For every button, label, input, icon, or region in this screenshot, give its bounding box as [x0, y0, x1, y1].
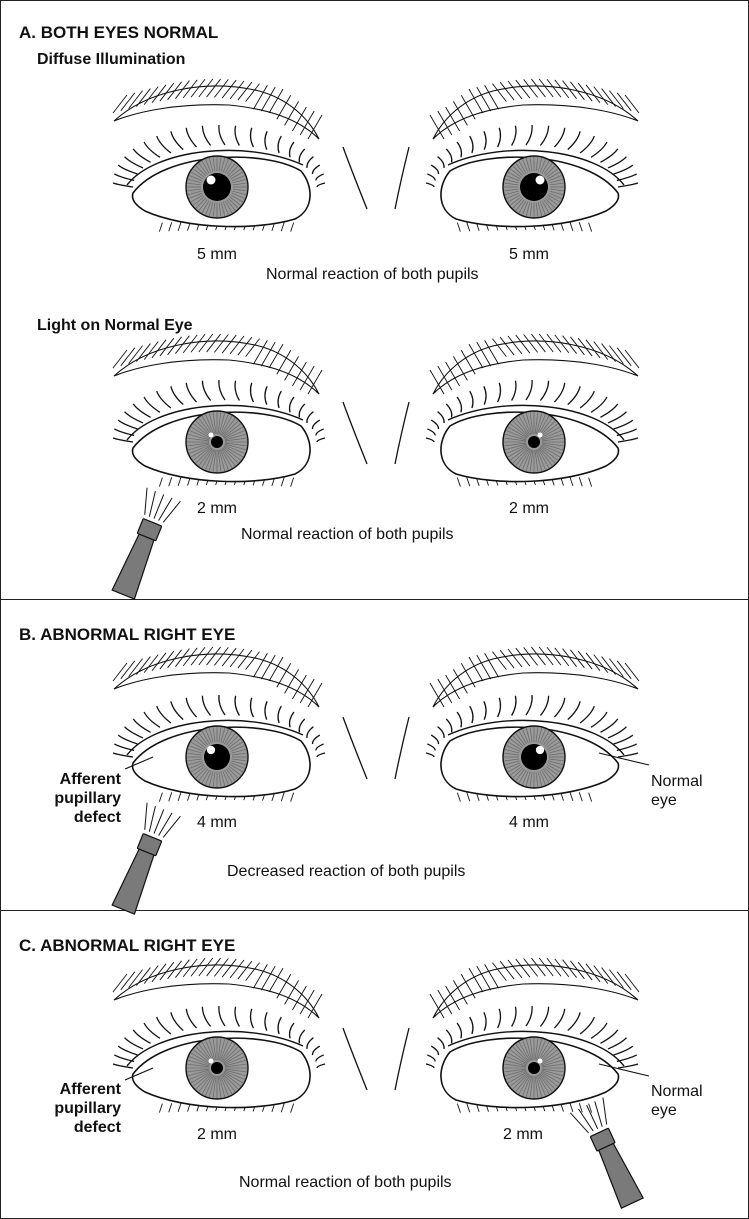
panel-c [1, 911, 748, 1218]
b-label-line: Normal [651, 772, 703, 791]
subpanel-a1-title: Diffuse Illumination [37, 51, 185, 69]
b-left-pupil-size: 4 mm [197, 814, 237, 832]
b-label-line: defect [21, 808, 121, 827]
subpanel-a2-title: Light on Normal Eye [37, 317, 193, 335]
c-normal-eye-label: Normal eye [651, 1082, 703, 1120]
a1-caption: Normal reaction of both pupils [266, 266, 479, 284]
c-right-pupil-size: 2 mm [503, 1126, 543, 1144]
c-afferent-defect-label: Afferent pupillary defect [21, 1080, 121, 1137]
b-label-line: Afferent [21, 770, 121, 789]
b-right-pupil-size: 4 mm [509, 814, 549, 832]
a2-caption: Normal reaction of both pupils [241, 526, 454, 544]
c-left-pupil-size: 2 mm [197, 1126, 237, 1144]
c-label-line: Afferent [21, 1080, 121, 1099]
panel-a-title: A. BOTH EYES NORMAL [19, 23, 218, 43]
c-label-line: eye [651, 1101, 703, 1120]
b-label-line: eye [651, 791, 703, 810]
a1-right-pupil-size: 5 mm [509, 246, 549, 264]
c-label-line: pupillary [21, 1099, 121, 1118]
a1-left-pupil-size: 5 mm [197, 246, 237, 264]
b-normal-eye-label: Normal eye [651, 772, 703, 810]
b-label-line: pupillary [21, 789, 121, 808]
c-label-line: Normal [651, 1082, 703, 1101]
a2-right-pupil-size: 2 mm [509, 500, 549, 518]
panel-c-title: C. ABNORMAL RIGHT EYE [19, 936, 235, 956]
c-caption: Normal reaction of both pupils [239, 1174, 452, 1192]
b-caption: Decreased reaction of both pupils [227, 863, 465, 881]
a2-left-pupil-size: 2 mm [197, 500, 237, 518]
panel-a [1, 1, 748, 600]
panel-b-title: B. ABNORMAL RIGHT EYE [19, 625, 235, 645]
c-label-line: defect [21, 1118, 121, 1137]
b-afferent-defect-label: Afferent pupillary defect [21, 770, 121, 827]
